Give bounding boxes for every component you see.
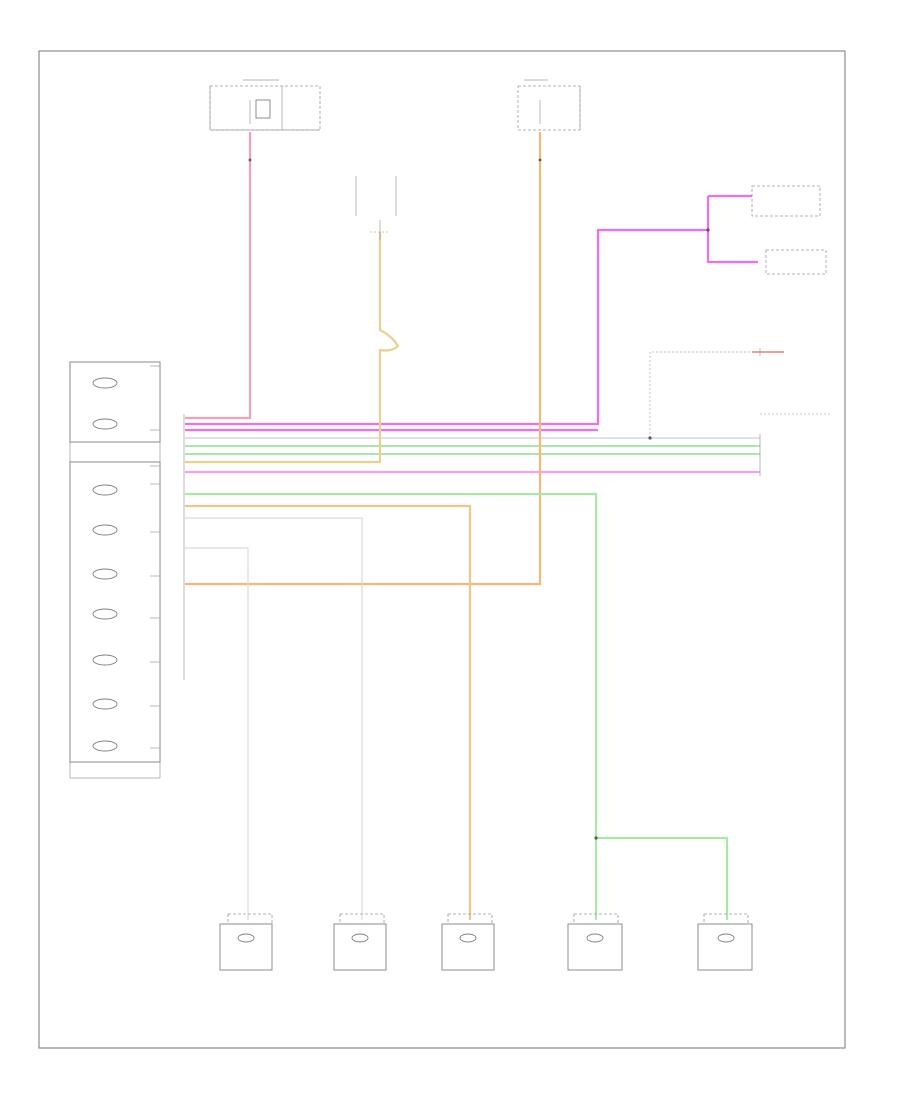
wire-yellow-center — [185, 232, 400, 464]
wire-gray-bottom-2 — [185, 517, 363, 920]
bottom-connector-3 — [441, 913, 495, 971]
wire-magenta-relay-loop — [706, 196, 758, 264]
wires — [185, 132, 784, 920]
wire-magenta-relay-1 — [185, 228, 708, 426]
bottom-connector-2 — [333, 913, 387, 971]
bottom-connector-1 — [219, 913, 273, 971]
wire-gray-bottom-1 — [185, 547, 249, 920]
top-left-fuse-block — [209, 79, 321, 131]
wire-right-sense — [649, 351, 760, 438]
wire-green-bottom — [185, 492, 598, 920]
right-relay-upper — [706, 185, 827, 275]
diagram-frame — [38, 50, 846, 1049]
ecm-block — [69, 361, 161, 779]
bottom-connector-5 — [697, 913, 753, 971]
center-sensor-connector — [355, 176, 397, 240]
right-sense-connector — [648, 348, 830, 440]
wire-green-branch — [596, 836, 729, 920]
top-mid-fuse-block — [517, 79, 581, 131]
wire-orange-top — [185, 132, 542, 586]
wire-yellow-bottom — [185, 504, 472, 920]
bottom-connector-4 — [567, 913, 623, 971]
splice-points — [248, 158, 598, 840]
wire-pink-left — [185, 132, 252, 420]
